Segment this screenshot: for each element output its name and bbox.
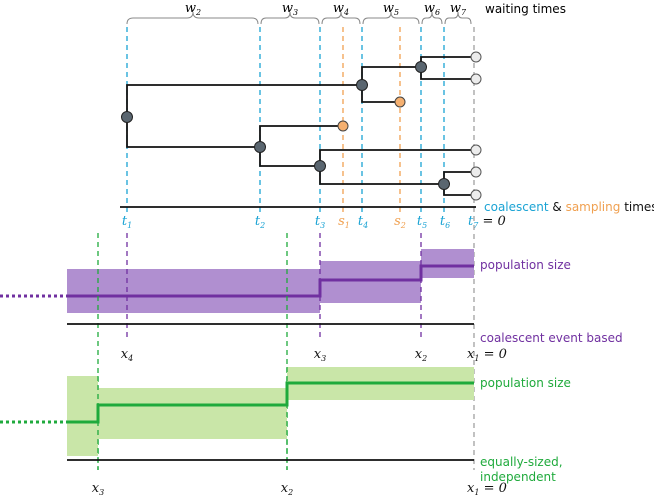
bottom-x-label-x1: x1 = 0 bbox=[467, 481, 507, 497]
coalescent-nodes bbox=[121, 61, 450, 190]
bottom-pop-size-label: population size bbox=[480, 376, 571, 390]
time-label-t7: t7 = 0 bbox=[468, 214, 506, 230]
brace-w5 bbox=[362, 11, 420, 25]
time-label-t4: t4 bbox=[358, 214, 368, 230]
tip-3 bbox=[470, 144, 482, 156]
branch-t4-upper bbox=[361, 66, 421, 85]
middle-x-label-x3: x3 bbox=[314, 347, 326, 363]
green-step-line bbox=[67, 381, 474, 424]
time-label-s1: s1 bbox=[338, 214, 350, 230]
branch-t5-upper bbox=[420, 56, 474, 67]
middle-pop-size-label: population size bbox=[480, 258, 571, 272]
branch-root-upper bbox=[126, 84, 362, 117]
time-label-t6: t6 bbox=[440, 214, 450, 230]
waiting-time-w2: w2 bbox=[185, 1, 201, 17]
tip-2 bbox=[470, 73, 482, 85]
node-t2 bbox=[254, 141, 266, 153]
coalescent-time-guides bbox=[126, 27, 445, 213]
green-credible-band bbox=[67, 367, 474, 456]
brace-w3 bbox=[260, 11, 320, 25]
waiting-time-w3: w3 bbox=[282, 1, 298, 17]
middle-x-label-x4: x4 bbox=[121, 347, 133, 363]
time-label-s2: s2 bbox=[394, 214, 406, 230]
sampling-nodes bbox=[337, 96, 406, 132]
branch-t2-upper bbox=[259, 125, 343, 147]
bottom-axis-label-line1: equally-sized, bbox=[480, 455, 563, 469]
sampling-time-guides bbox=[342, 27, 401, 213]
brace-w6 bbox=[421, 11, 443, 25]
time-label-t2: t2 bbox=[255, 214, 265, 230]
waiting-time-w7: w7 bbox=[450, 1, 467, 17]
bottom-axis-label-line2: independent bbox=[480, 470, 556, 484]
middle-x-label-x2: x2 bbox=[415, 347, 427, 363]
tip-nodes bbox=[470, 51, 482, 201]
branch-root-lower bbox=[126, 117, 260, 148]
bottom-x-label-x2: x2 bbox=[281, 481, 293, 497]
waiting-time-braces bbox=[126, 11, 472, 25]
time-labels: t1 t2 t3 s1 t4 s2 t5 t6 t7 = 0 bbox=[122, 214, 506, 230]
node-t3 bbox=[314, 160, 326, 172]
branch-t4-lower bbox=[361, 85, 400, 103]
times-legend: coalescent & sampling times bbox=[484, 200, 654, 214]
time-label-t5: t5 bbox=[417, 214, 427, 230]
time-label-t3: t3 bbox=[315, 214, 325, 230]
tip-5 bbox=[470, 189, 482, 201]
waiting-time-w5: w5 bbox=[383, 1, 399, 17]
tip-4 bbox=[470, 166, 482, 178]
branch-t2-lower bbox=[259, 147, 320, 167]
middle-panel: population size coalescent event based x… bbox=[0, 233, 623, 470]
middle-x-label-x1: x1 = 0 bbox=[467, 347, 507, 363]
brace-w7 bbox=[444, 11, 472, 25]
node-t6 bbox=[438, 178, 450, 190]
branch-t3-lower bbox=[319, 166, 444, 185]
purple-step-line bbox=[67, 264, 474, 298]
waiting-times-label: waiting times bbox=[485, 2, 566, 16]
waiting-time-labels: w2 w3 w4 w5 w6 w7 waiting times bbox=[185, 1, 566, 17]
brace-w2 bbox=[126, 11, 259, 25]
bottom-panel: population size equally-sized, independe… bbox=[0, 367, 571, 497]
middle-axis-label: coalescent event based bbox=[480, 331, 623, 345]
brace-w4 bbox=[321, 11, 361, 25]
bottom-x-label-x3: x3 bbox=[92, 481, 104, 497]
node-s2 bbox=[394, 96, 406, 108]
node-t1 bbox=[121, 111, 133, 123]
genealogy-tree bbox=[126, 56, 474, 196]
time-label-t1: t1 bbox=[122, 214, 132, 230]
branch-t5-lower bbox=[420, 67, 474, 80]
node-s1 bbox=[337, 120, 349, 132]
node-t5 bbox=[415, 61, 427, 73]
waiting-time-w4: w4 bbox=[333, 1, 349, 17]
waiting-time-w6: w6 bbox=[424, 1, 440, 17]
node-t4 bbox=[356, 79, 368, 91]
tip-1 bbox=[470, 51, 482, 63]
